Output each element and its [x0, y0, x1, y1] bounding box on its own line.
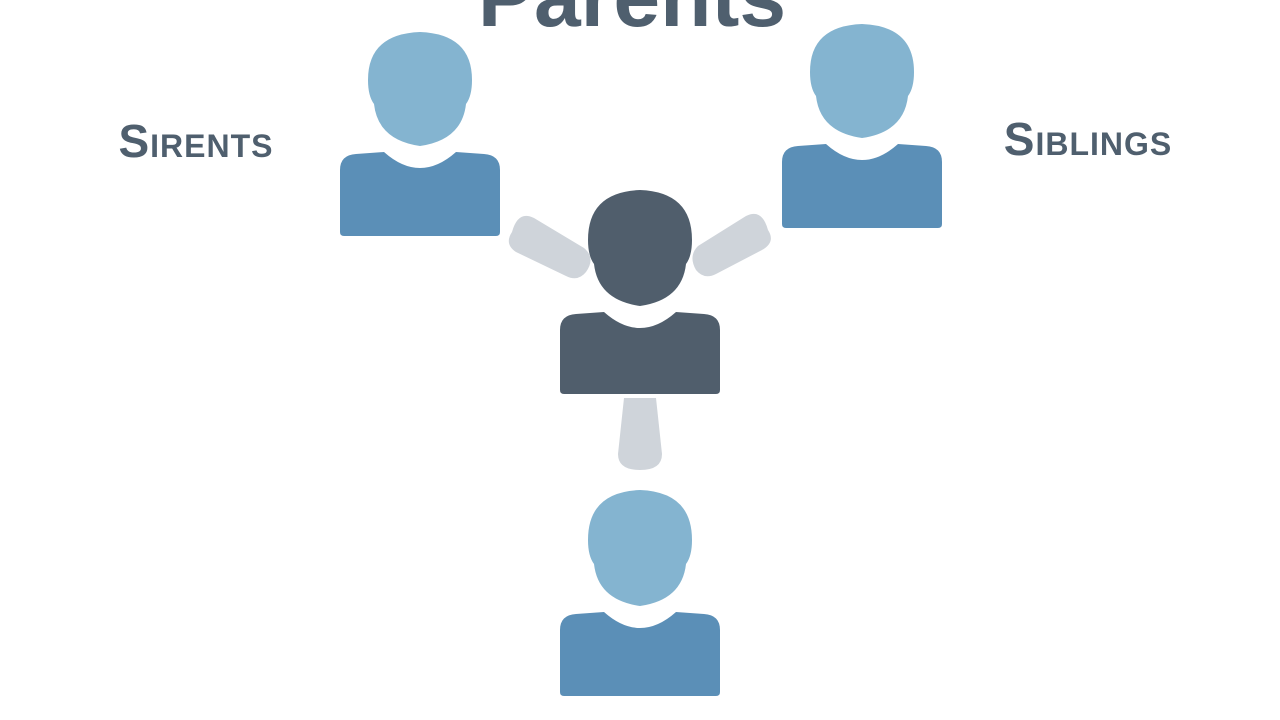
person-icon-self [560, 190, 720, 394]
person-icon-child [560, 490, 720, 696]
connector-left [508, 215, 591, 279]
person-icon-parent-right [782, 24, 942, 228]
label-left: Sirents [118, 115, 273, 167]
connector-right [692, 213, 771, 277]
person-icon-parent-left [340, 32, 500, 236]
diagram-title: Parents [478, 0, 786, 44]
label-right: Siblings [1004, 113, 1172, 165]
connector-bottom [618, 398, 662, 470]
